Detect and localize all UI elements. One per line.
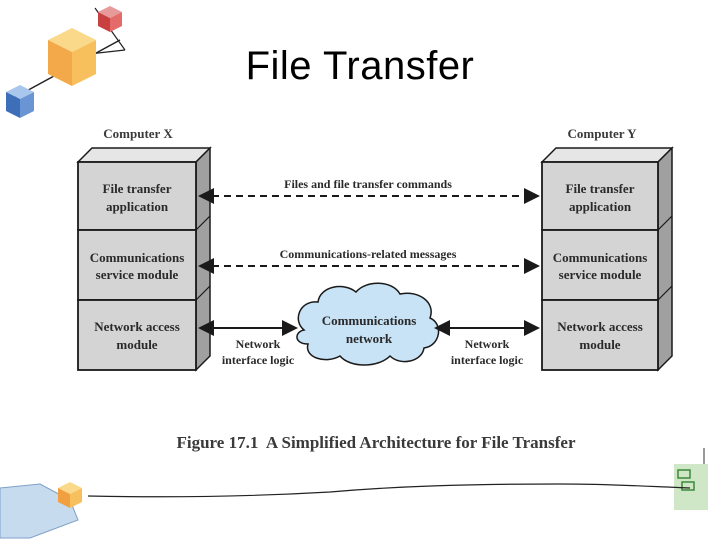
net-right-label-line1: Network <box>465 337 510 351</box>
cloud-label-line1: Communications <box>322 313 417 328</box>
figure-caption: Figure 17.1 A Simplified Architecture fo… <box>177 433 576 452</box>
layer-x-network-line1: Network access <box>94 319 180 334</box>
net-left-label-line1: Network <box>236 337 281 351</box>
file-transfer-diagram: Computer X Computer Y File transfer appl… <box>76 126 674 452</box>
layer-y-network-line2: module <box>579 337 620 352</box>
computer-y-stack <box>540 146 674 372</box>
layer-y-application-line1: File transfer <box>566 181 635 196</box>
cloud-label-line2: network <box>346 331 393 346</box>
arrow-files-label: Files and file transfer commands <box>284 177 452 191</box>
cube-cluster-icon <box>6 6 126 118</box>
layer-x-service-line1: Communications <box>90 250 185 265</box>
layer-y-network-access <box>541 299 659 371</box>
layer-y-application-line2: application <box>569 199 632 214</box>
layer-x-service <box>77 229 197 301</box>
layer-x-application <box>77 161 197 231</box>
layer-y-network-line1: Network access <box>557 319 643 334</box>
layer-y-service-line1: Communications <box>553 250 648 265</box>
slide-title: File Transfer <box>245 44 475 88</box>
layer-y-service-line2: service module <box>559 267 642 282</box>
layer-x-service-line2: service module <box>96 267 179 282</box>
layer-x-network-line2: module <box>116 337 157 352</box>
net-right-label-line2: interface logic <box>451 353 524 367</box>
layer-x-application-line2: application <box>106 199 169 214</box>
layer-x-application-line1: File transfer <box>103 181 172 196</box>
layer-y-application <box>541 161 659 231</box>
hand-cube-icon <box>0 482 82 539</box>
arrow-comm-messages-label: Communications-related messages <box>280 247 457 261</box>
divider-line <box>87 483 691 498</box>
computer-y-label: Computer Y <box>568 126 638 141</box>
layer-x-network-access <box>77 299 197 371</box>
computer-x-label: Computer X <box>103 126 173 141</box>
layer-y-service <box>541 229 659 301</box>
green-block-icon <box>674 448 708 510</box>
net-left-label-line2: interface logic <box>222 353 295 367</box>
